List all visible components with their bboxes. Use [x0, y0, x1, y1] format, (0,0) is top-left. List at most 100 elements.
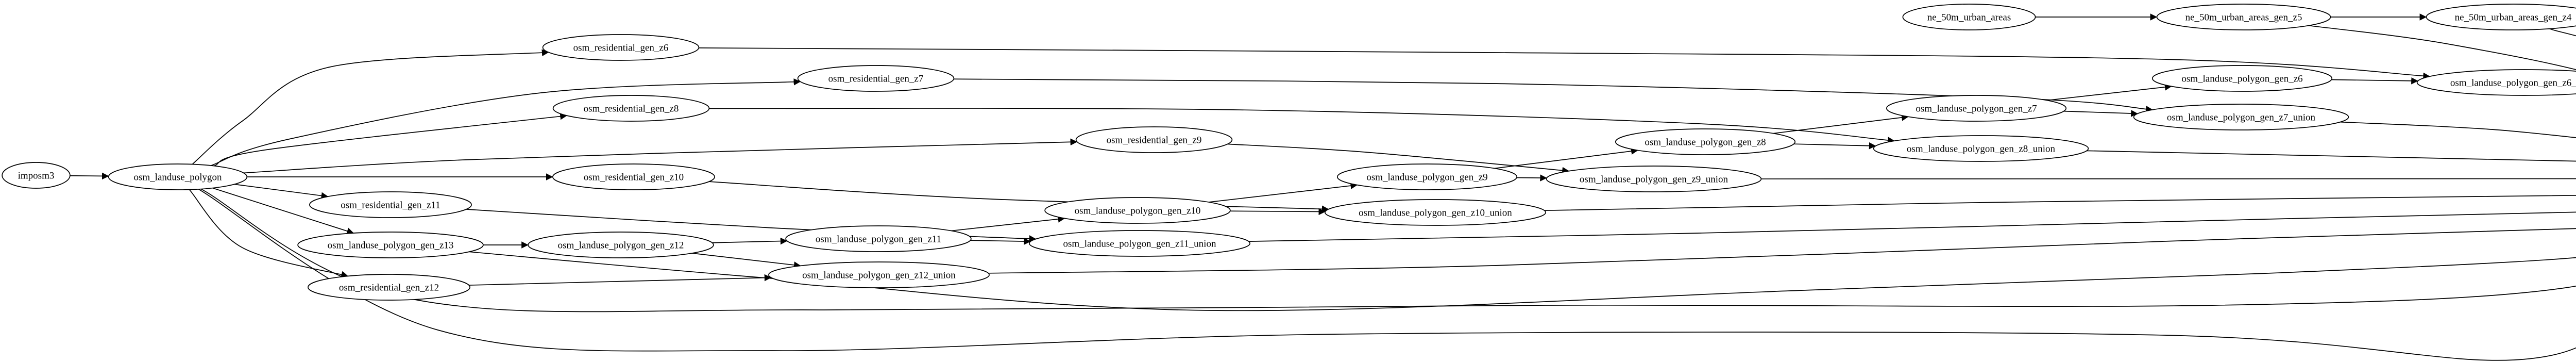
- node-osm_landuse_polygon_gen_z9_union: osm_landuse_polygon_gen_z9_union: [1546, 166, 1762, 192]
- edge-osm_landuse_polygon-to-layer_landuse-z14+: [198, 189, 2576, 361]
- node-osm_landuse_polygon_gen_z7: osm_landuse_polygon_gen_z7: [1886, 95, 2067, 122]
- node-ellipse: [1325, 199, 1546, 226]
- edge-osm_landuse_polygon-to-osm_residential_gen_z7: [211, 78, 801, 166]
- edge-osm_landuse_polygon-to-osm_residential_gen_z8: [214, 112, 567, 167]
- node-osm_landuse_polygon_gen_z11: osm_landuse_polygon_gen_z11: [785, 225, 972, 252]
- node-label: osm_landuse_polygon_gen_z10: [1075, 206, 1201, 217]
- edge-osm_residential_gen_z7-to-osm_landuse_polygon_gen_z7_union: [954, 78, 2153, 113]
- node-label: osm_landuse_polygon_gen_z6_union: [2450, 78, 2576, 89]
- node-ellipse: [2151, 65, 2333, 92]
- node-label: osm_landuse_polygon: [134, 172, 222, 183]
- node-label: osm_landuse_polygon_gen_z10_union: [1359, 208, 1512, 219]
- node-label: osm_landuse_polygon_gen_z12: [558, 240, 684, 251]
- node-label: osm_residential_gen_z10: [584, 172, 684, 183]
- node-osm_landuse_polygon_gen_z9: osm_landuse_polygon_gen_z9: [1336, 163, 1518, 190]
- node-osm_residential_gen_z8: osm_residential_gen_z8: [552, 95, 710, 122]
- edge-osm_landuse_polygon_gen_z11-to-osm_landuse_polygon_gen_z11_union: [970, 238, 1031, 245]
- node-ne_50m_urban_areas_gen_z5: ne_50m_urban_areas_gen_z5: [2156, 4, 2331, 30]
- edge-osm_landuse_polygon-to-osm_residential_gen_z12: [189, 189, 348, 278]
- edge-osm_landuse_polygon_gen_z11_union-to-layer_landuse-z11: [1248, 211, 2576, 242]
- edge-osm_landuse_polygon-to-layer_landuse-z13: [200, 188, 2576, 312]
- edge-osm_residential_gen_z12-to-osm_landuse_polygon_gen_z12_union: [469, 274, 772, 286]
- edge-ne_50m_urban_areas_gen_z5-to-layer_landuse-z5: [2308, 25, 2576, 70]
- edge-osm_landuse_polygon_gen_z12-to-osm_landuse_polygon_gen_z11: [712, 237, 788, 245]
- node-osm_landuse_polygon_gen_z8: osm_landuse_polygon_gen_z8: [1615, 128, 1796, 155]
- edge-osm_landuse_polygon_gen_z10-to-osm_landuse_polygon_gen_z9: [1209, 182, 1358, 203]
- node-osm_residential_gen_z12: osm_residential_gen_z12: [308, 274, 470, 301]
- node-ellipse: [1886, 95, 2067, 122]
- node-label: osm_residential_gen_z7: [828, 74, 924, 85]
- node-osm_landuse_polygon_gen_z10_union: osm_landuse_polygon_gen_z10_union: [1325, 199, 1546, 226]
- node-ellipse: [2416, 69, 2576, 96]
- node-osm_landuse_polygon_gen_z13: osm_landuse_polygon_gen_z13: [297, 232, 484, 258]
- node-label: osm_landuse_polygon_gen_z7: [1916, 104, 2037, 114]
- node-ellipse: [768, 261, 990, 288]
- edge-osm_landuse_polygon_gen_z9-to-osm_landuse_polygon_gen_z8: [1494, 147, 1638, 169]
- edge-osm_landuse_polygon_gen_z10_union-to-layer_landuse-z10: [1544, 195, 2576, 211]
- node-label: ne_50m_urban_areas_gen_z4: [2455, 12, 2572, 23]
- edge-osm_residential_gen_z10-to-osm_landuse_polygon_gen_z10_union: [709, 181, 1329, 213]
- edge-osm_landuse_polygon-to-osm_residential_gen_z11: [234, 184, 329, 200]
- node-label: osm_residential_gen_z9: [1107, 135, 1202, 146]
- edge-osm_landuse_polygon_gen_z7_union-to-layer_landuse-z7: [2340, 121, 2576, 138]
- edge-ne_50m_urban_areas_gen_z4-to-layer_landuse-z4: [2549, 28, 2576, 37]
- node-imposm3: imposm3: [2, 162, 71, 189]
- node-ellipse: [2156, 4, 2331, 30]
- node-ellipse: [1336, 163, 1518, 190]
- node-ellipse: [528, 232, 714, 258]
- node-ellipse: [552, 95, 710, 122]
- node-label: osm_landuse_polygon_gen_z7_union: [2167, 112, 2316, 123]
- node-label: ne_50m_urban_areas_gen_z5: [2185, 12, 2302, 23]
- node-ellipse: [797, 65, 955, 92]
- node-ellipse: [1902, 4, 2036, 30]
- node-ne_50m_urban_areas_gen_z4: ne_50m_urban_areas_gen_z4: [2426, 4, 2576, 30]
- node-label: osm_landuse_polygon_gen_z9: [1366, 172, 1487, 183]
- node-label: osm_residential_gen_z11: [341, 200, 440, 211]
- edge-osm_residential_gen_z8-to-osm_landuse_polygon_gen_z8_union: [709, 108, 1895, 144]
- edge-osm_landuse_polygon_gen_z6-to-osm_landuse_polygon_gen_z6_union: [2331, 77, 2418, 85]
- node-ellipse: [2426, 4, 2576, 30]
- node-osm_landuse_polygon: osm_landuse_polygon: [108, 163, 248, 190]
- edge-osm_landuse_polygon_gen_z8_union-to-layer_landuse-z8: [2087, 150, 2576, 162]
- edge-osm_landuse_polygon_gen_z12_union-to-layer_landuse-z12: [988, 228, 2576, 274]
- node-ellipse: [1029, 230, 1250, 257]
- node-label: osm_landuse_polygon_gen_z8_union: [1907, 144, 2056, 155]
- edge-osm_landuse_polygon-to-osm_residential_gen_z9: [243, 138, 1078, 174]
- edge-osm_landuse_polygon_gen_z11-to-osm_landuse_polygon_gen_z10: [951, 216, 1065, 232]
- node-ellipse: [2133, 104, 2349, 130]
- edge-osm_landuse_polygon_gen_z7-to-osm_landuse_polygon_gen_z6: [2047, 84, 2172, 101]
- edge-osm_residential_gen_z6-to-osm_landuse_polygon_gen_z6_union: [699, 47, 2430, 80]
- node-ne_50m_urban_areas: ne_50m_urban_areas: [1902, 4, 2036, 30]
- node-ellipse: [1044, 197, 1231, 224]
- node-osm_landuse_polygon_gen_z8_union: osm_landuse_polygon_gen_z8_union: [1873, 135, 2089, 162]
- node-label: osm_landuse_polygon_gen_z9_union: [1580, 174, 1728, 185]
- node-label: imposm3: [18, 171, 55, 182]
- node-ellipse: [1075, 126, 1233, 153]
- node-label: osm_landuse_polygon_gen_z6: [2181, 74, 2302, 85]
- edge-osm_landuse_polygon-to-osm_landuse_polygon_gen_z13: [212, 187, 354, 235]
- node-ellipse: [308, 274, 470, 301]
- node-ellipse: [309, 191, 472, 218]
- node-ellipse: [1546, 166, 1762, 192]
- edge-osm_landuse_polygon_gen_z12-to-osm_landuse_polygon_gen_z12_union: [692, 253, 801, 269]
- node-ellipse: [1873, 135, 2089, 162]
- node-osm_residential_gen_z11: osm_residential_gen_z11: [309, 191, 472, 218]
- edge-osm_landuse_polygon_gen_z7-to-osm_landuse_polygon_gen_z7_union: [2063, 110, 2138, 117]
- edge-osm_landuse_polygon_gen_z8-to-osm_landuse_polygon_gen_z8_union: [1793, 142, 1876, 150]
- node-osm_residential_gen_z9: osm_residential_gen_z9: [1075, 126, 1233, 153]
- node-label: osm_landuse_polygon_gen_z12_union: [802, 270, 956, 281]
- edge-osm_residential_gen_z9-to-osm_landuse_polygon_gen_z9_union: [1227, 143, 1569, 174]
- node-osm_landuse_polygon_gen_z12_union: osm_landuse_polygon_gen_z12_union: [768, 261, 990, 288]
- node-osm_residential_gen_z7: osm_residential_gen_z7: [797, 65, 955, 92]
- node-label: osm_landuse_polygon_gen_z8: [1645, 137, 1766, 148]
- node-osm_landuse_polygon_gen_z6_union: osm_landuse_polygon_gen_z6_union: [2416, 69, 2576, 96]
- node-osm_landuse_polygon_gen_z10: osm_landuse_polygon_gen_z10: [1044, 197, 1231, 224]
- node-label: osm_residential_gen_z8: [584, 104, 679, 114]
- node-ellipse: [1615, 128, 1796, 155]
- node-ellipse: [542, 34, 700, 61]
- node-ellipse: [2, 162, 71, 189]
- node-osm_landuse_polygon_gen_z7_union: osm_landuse_polygon_gen_z7_union: [2133, 104, 2349, 130]
- node-osm_landuse_polygon_gen_z6: osm_landuse_polygon_gen_z6: [2151, 65, 2333, 92]
